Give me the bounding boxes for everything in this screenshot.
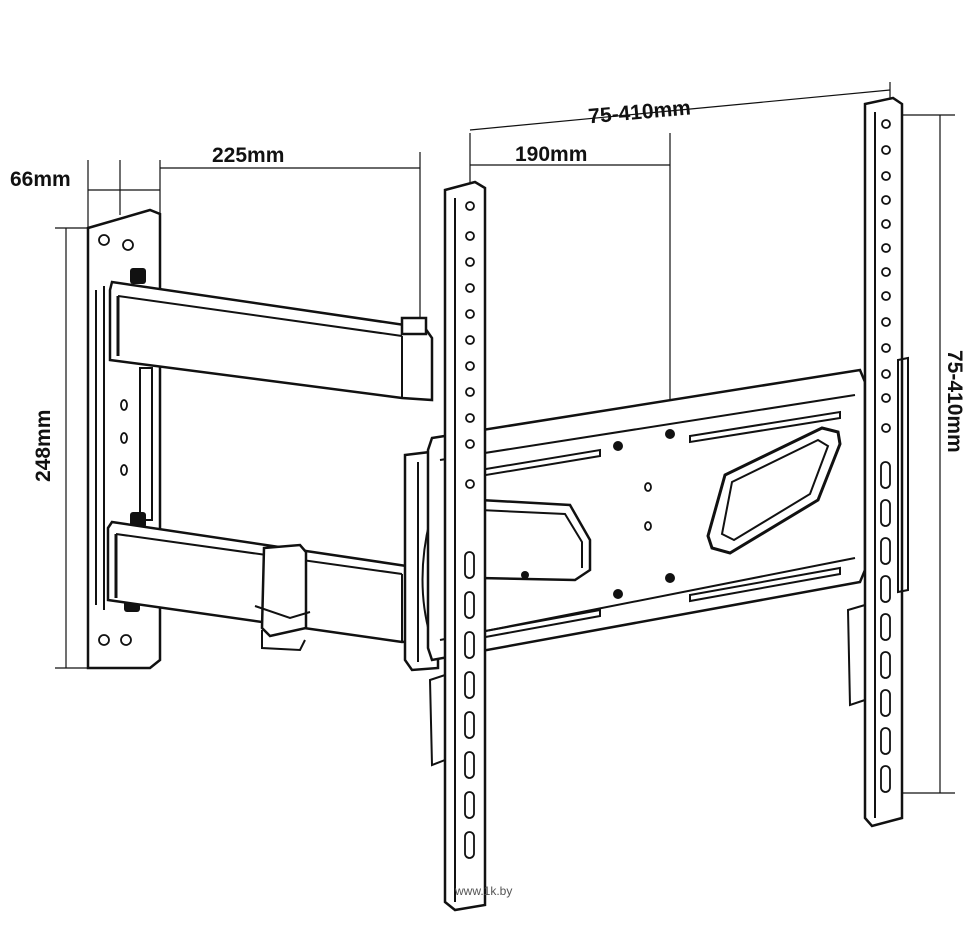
dim-vesa-horizontal-label: 75-410mm xyxy=(587,96,691,128)
wall-plate-hole xyxy=(98,634,110,646)
tv-rail xyxy=(426,368,867,662)
tv-strip-right xyxy=(846,96,909,828)
wall-plate-hole xyxy=(98,234,110,246)
dim-wall-plate-height-label: 248mm xyxy=(32,410,55,482)
upper-arm xyxy=(108,280,434,402)
watermark: www.1k.by xyxy=(454,884,512,898)
dim-arm-offset-label: 190mm xyxy=(515,143,587,166)
dim-wall-depth-label: 66mm xyxy=(10,168,71,191)
dim-vesa-vertical-label: 75-410mm xyxy=(943,350,966,453)
dim-arm-length-label: 225mm xyxy=(212,144,284,167)
tv-strip-left xyxy=(428,180,487,912)
wall-plate-hole xyxy=(122,239,134,251)
wall-plate-hole xyxy=(120,634,132,646)
